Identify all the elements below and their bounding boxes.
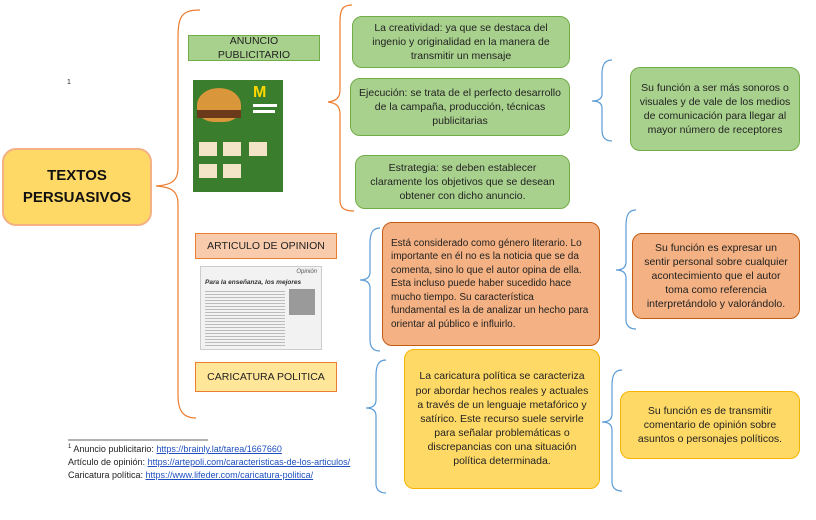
- footnote-label: Artículo de opinión:: [68, 457, 148, 467]
- central-title: TEXTOS PERSUASIVOS: [2, 148, 152, 226]
- detail-text: Está considerado como género literario. …: [391, 237, 589, 330]
- detail-text: La creatividad: ya que se destaca del in…: [372, 21, 550, 63]
- function-articulo: Su función es expresar un sentir persona…: [632, 233, 800, 319]
- function-anuncio: Su función a ser más sonoros o visuales …: [630, 67, 800, 151]
- section-label-articulo: ARTICULO DE OPINION: [195, 233, 337, 259]
- footnote-label: Anuncio publicitario:: [73, 444, 157, 454]
- footnote-label: Caricatura política:: [68, 470, 146, 480]
- newspaper-section-label: Opinión: [296, 269, 317, 275]
- section-label-anuncio: ANUNCIO PUBLICITARIO: [188, 35, 320, 61]
- footnote-reference: 1: [67, 79, 71, 86]
- footnote-link[interactable]: https://brainly.lat/tarea/1667660: [156, 444, 282, 454]
- central-title-text: TEXTOS PERSUASIVOS: [22, 166, 132, 207]
- detail-text: Ejecución: se trata de el perfecto desar…: [359, 86, 561, 128]
- footnote-marker: 1: [68, 444, 72, 450]
- section-label-text: ARTICULO DE OPINION: [207, 239, 325, 252]
- detail-estrategia: Estrategia: se deben establecer claramen…: [355, 155, 570, 209]
- detail-text: Estrategia: se deben establecer claramen…: [370, 161, 555, 203]
- detail-caricatura: La caricatura política se caracteriza po…: [404, 349, 600, 489]
- section-label-text: ANUNCIO PUBLICITARIO: [217, 34, 291, 61]
- detail-creatividad: La creatividad: ya que se destaca del in…: [352, 16, 570, 68]
- author-photo: [289, 289, 315, 315]
- function-caricatura: Su función es de transmitir comentario d…: [620, 391, 800, 459]
- footnote-link[interactable]: https://artepoli.com/caracteristicas-de-…: [147, 457, 351, 467]
- section-label-text: CARICATURA POLITICA: [207, 370, 325, 383]
- m-logo-icon: M: [253, 84, 267, 101]
- newspaper-article-image: Opinión Para la enseñanza, los mejores: [200, 266, 322, 350]
- detail-articulo: Está considerado como género literario. …: [382, 222, 600, 346]
- section-label-caricatura: CARICATURA POLITICA: [195, 362, 337, 392]
- newspaper-headline: Para la enseñanza, los mejores: [205, 279, 302, 286]
- footnote-anuncio: 1 Anuncio publicitario: https://brainly.…: [68, 444, 282, 454]
- detail-ejecucion: Ejecución: se trata de el perfecto desar…: [350, 78, 570, 136]
- function-text: Su función es de transmitir comentario d…: [637, 404, 783, 446]
- mcdonalds-ad-image: M: [193, 80, 283, 192]
- function-text: Su función es expresar un sentir persona…: [644, 241, 788, 311]
- footnote-caricatura: Caricatura política: https://www.lifeder…: [68, 470, 313, 480]
- footnote-link[interactable]: https://www.lifeder.com/caricatura-polit…: [145, 470, 314, 480]
- function-text: Su función a ser más sonoros o visuales …: [639, 81, 791, 137]
- detail-text: La caricatura política se caracteriza po…: [415, 370, 589, 468]
- footnote-articulo: Artículo de opinión: https://artepoli.co…: [68, 457, 350, 467]
